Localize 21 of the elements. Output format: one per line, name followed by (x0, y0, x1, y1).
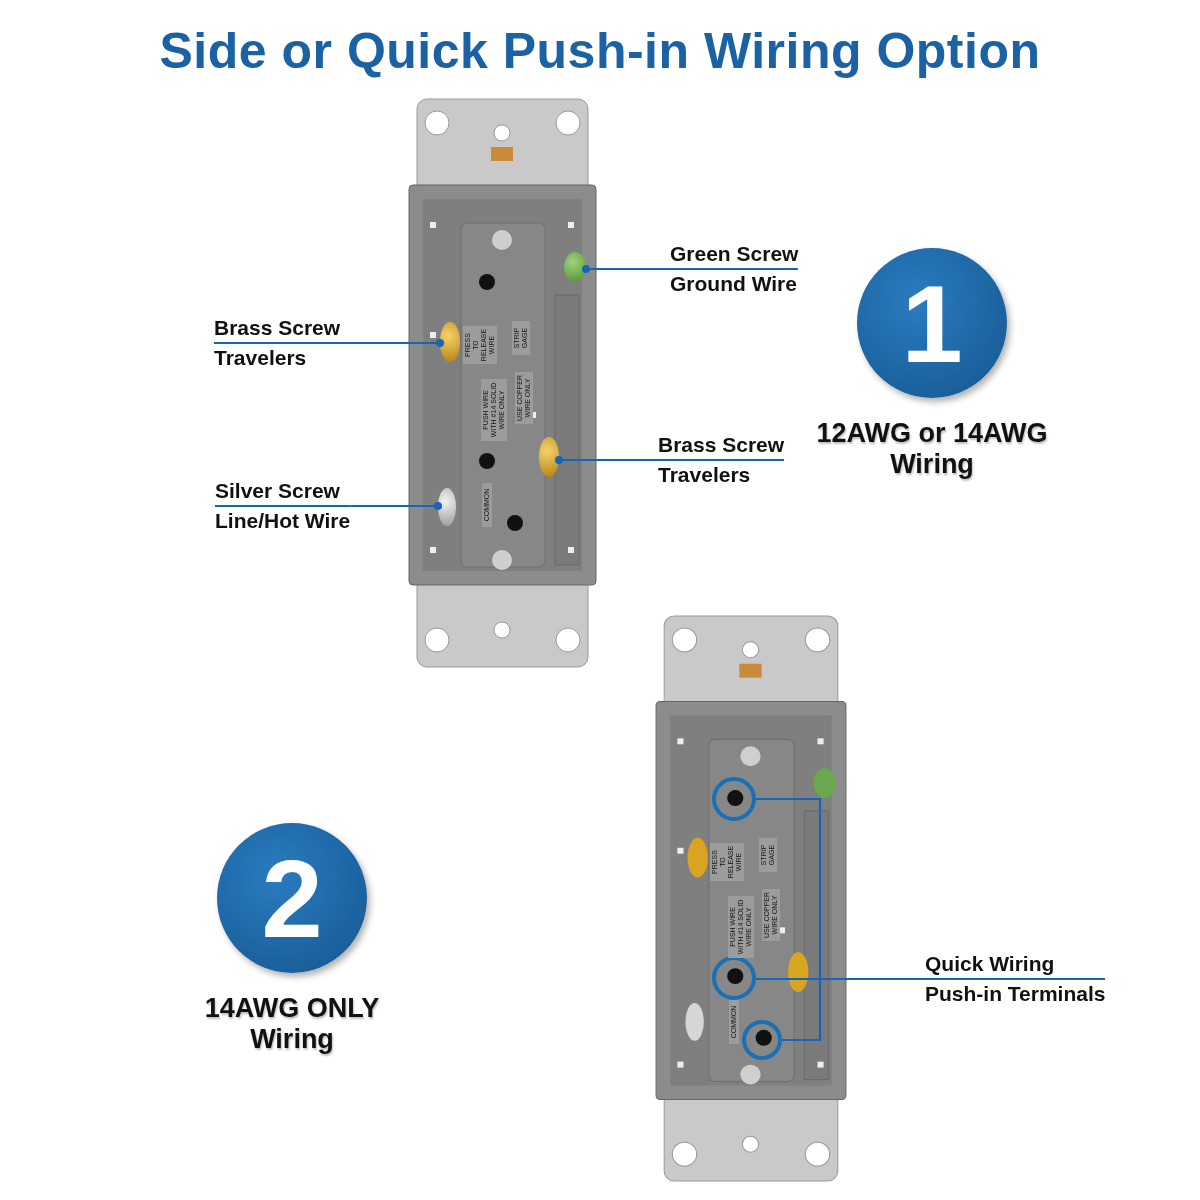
callout-text: Travelers (658, 462, 752, 488)
leader-line (582, 265, 670, 273)
callout-text: Travelers (214, 345, 308, 371)
leader-line (350, 502, 442, 510)
callout-heading: Brass Screw (214, 314, 341, 344)
leader-line (340, 339, 444, 347)
badge-caption: 12AWG or 14AWG Wiring (815, 418, 1049, 480)
callout-heading: Brass Screw (658, 431, 785, 461)
title: Side or Quick Push-in Wiring Option (158, 22, 1042, 80)
callout-text: Line/Hot Wire (215, 508, 351, 534)
callout-text: Ground Wire (670, 271, 798, 297)
badge-caption: 14AWG ONLY Wiring (203, 993, 381, 1055)
number-badge: 1 (857, 248, 1007, 398)
leader-line (555, 456, 658, 464)
push-in-terminal (712, 777, 756, 821)
callout-heading: Green Screw (670, 240, 799, 270)
callout-heading: Silver Screw (215, 477, 351, 507)
push-in-terminal (742, 1020, 782, 1060)
callout-text: Push-in Terminals (925, 981, 1106, 1007)
number-badge: 2 (217, 823, 367, 973)
callout-heading: Quick Wiring (925, 950, 1106, 980)
